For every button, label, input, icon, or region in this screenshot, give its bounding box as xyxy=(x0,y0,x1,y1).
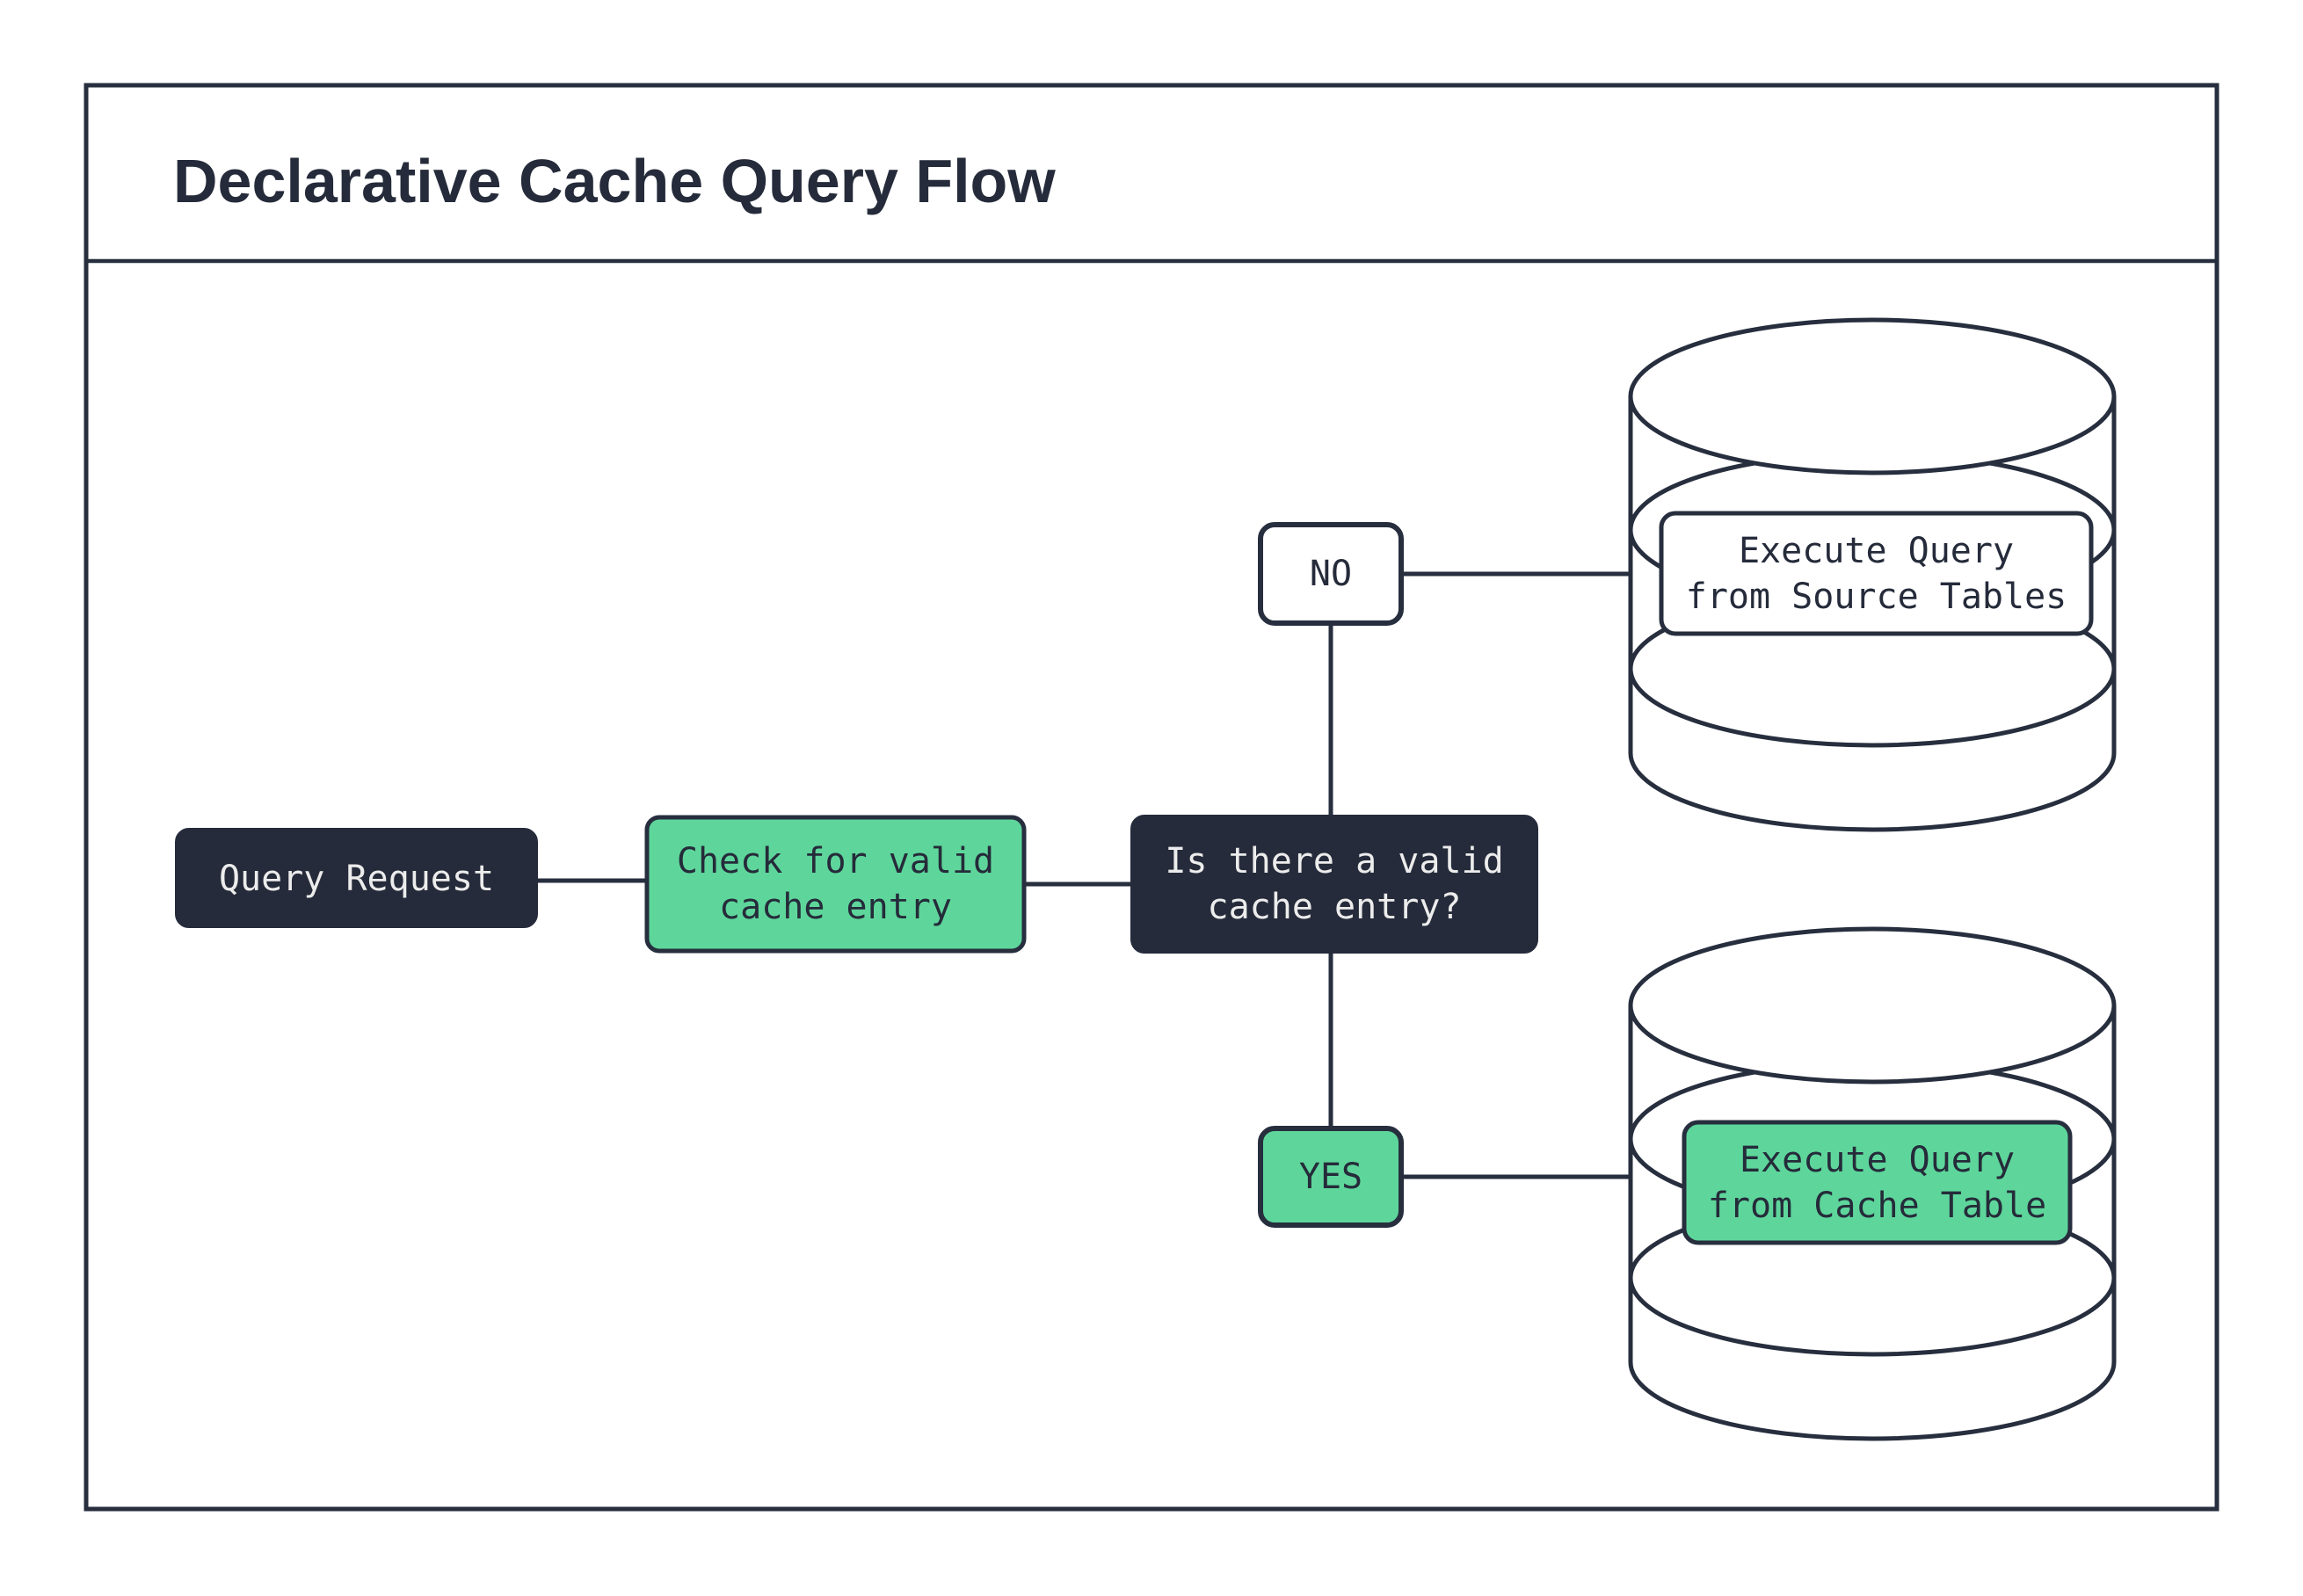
node-decision: Is there a valid cache entry? xyxy=(1130,815,1538,954)
check-cache-label-line1: Check for valid xyxy=(677,841,994,881)
decision-label-line2: cache entry? xyxy=(1208,887,1462,927)
query-request-box xyxy=(175,828,538,928)
source-db-bottom-arc xyxy=(1628,752,2117,832)
source-db-top-face xyxy=(1628,317,2117,475)
source-db-label-line2: from Source Tables xyxy=(1686,577,2067,617)
cache-db-bottom-arc xyxy=(1628,1361,2117,1441)
no-label: NO xyxy=(1310,554,1352,594)
check-cache-box xyxy=(644,815,1027,954)
check-cache-label-line2: cache entry xyxy=(719,887,952,927)
cache-db-label-line1: Execute Query xyxy=(1740,1140,2015,1180)
cache-db-top-face xyxy=(1628,926,2117,1085)
source-database-cylinder-icon: Execute Query from Source Tables xyxy=(1628,317,2117,832)
cache-db-label-line2: from Cache Table xyxy=(1708,1186,2046,1226)
source-db-label-box xyxy=(1659,511,2094,636)
yes-label: YES xyxy=(1299,1157,1362,1197)
node-check-cache: Check for valid cache entry xyxy=(644,815,1027,954)
node-yes: YES xyxy=(1258,1126,1404,1228)
no-box xyxy=(1258,522,1404,626)
node-no: NO xyxy=(1258,522,1404,626)
page-title: Declarative Cache Query Flow xyxy=(173,147,1056,215)
node-query-request: Query Request xyxy=(175,828,538,928)
query-request-label: Query Request xyxy=(219,859,494,899)
cache-db-label-box xyxy=(1682,1120,2073,1245)
cache-database-cylinder-icon: Execute Query from Cache Table xyxy=(1628,926,2117,1441)
decision-label-line1: Is there a valid xyxy=(1165,841,1503,881)
yes-box xyxy=(1258,1126,1404,1228)
decision-box xyxy=(1130,815,1538,954)
source-db-label-line1: Execute Query xyxy=(1739,531,2014,571)
